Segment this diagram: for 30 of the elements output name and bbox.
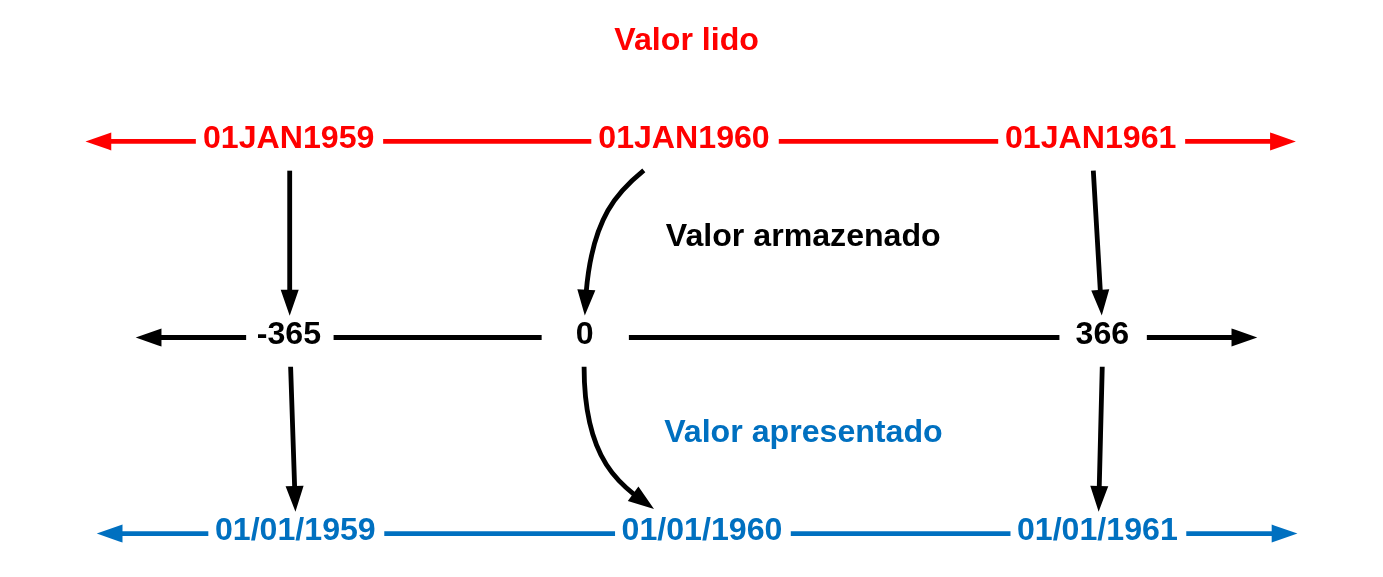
arrow xyxy=(1090,170,1110,316)
label: Valor apresentado xyxy=(664,412,943,449)
node-text: 01/01/1960 xyxy=(621,511,783,548)
arrow xyxy=(1146,328,1258,347)
arrow xyxy=(1186,524,1298,543)
node-text: 01JAN1960 xyxy=(598,118,770,155)
arrow xyxy=(96,524,209,543)
connector xyxy=(384,531,616,536)
node-text: 01/01/1959 xyxy=(214,511,376,548)
node-text: 01JAN1959 xyxy=(202,118,375,155)
node-text: -365 xyxy=(256,314,322,351)
arrow xyxy=(577,168,646,316)
arrow xyxy=(280,170,299,316)
arrow xyxy=(581,366,654,509)
connector xyxy=(333,335,542,340)
label: Valor lido xyxy=(614,20,759,57)
node-text: 01JAN1961 xyxy=(1004,118,1177,155)
node-text: 0 xyxy=(575,314,594,351)
connector xyxy=(790,531,1011,536)
node-text: 01/01/1961 xyxy=(1016,511,1178,548)
arrow xyxy=(85,132,196,151)
arrow xyxy=(135,328,247,347)
label: Valor armazenado xyxy=(665,216,941,253)
connector xyxy=(383,139,592,144)
connector xyxy=(628,335,1060,340)
connector xyxy=(778,139,999,144)
node-text: 366 xyxy=(1075,314,1130,351)
arrow xyxy=(1090,366,1109,512)
arrow xyxy=(285,366,304,512)
arrow xyxy=(1185,132,1296,151)
